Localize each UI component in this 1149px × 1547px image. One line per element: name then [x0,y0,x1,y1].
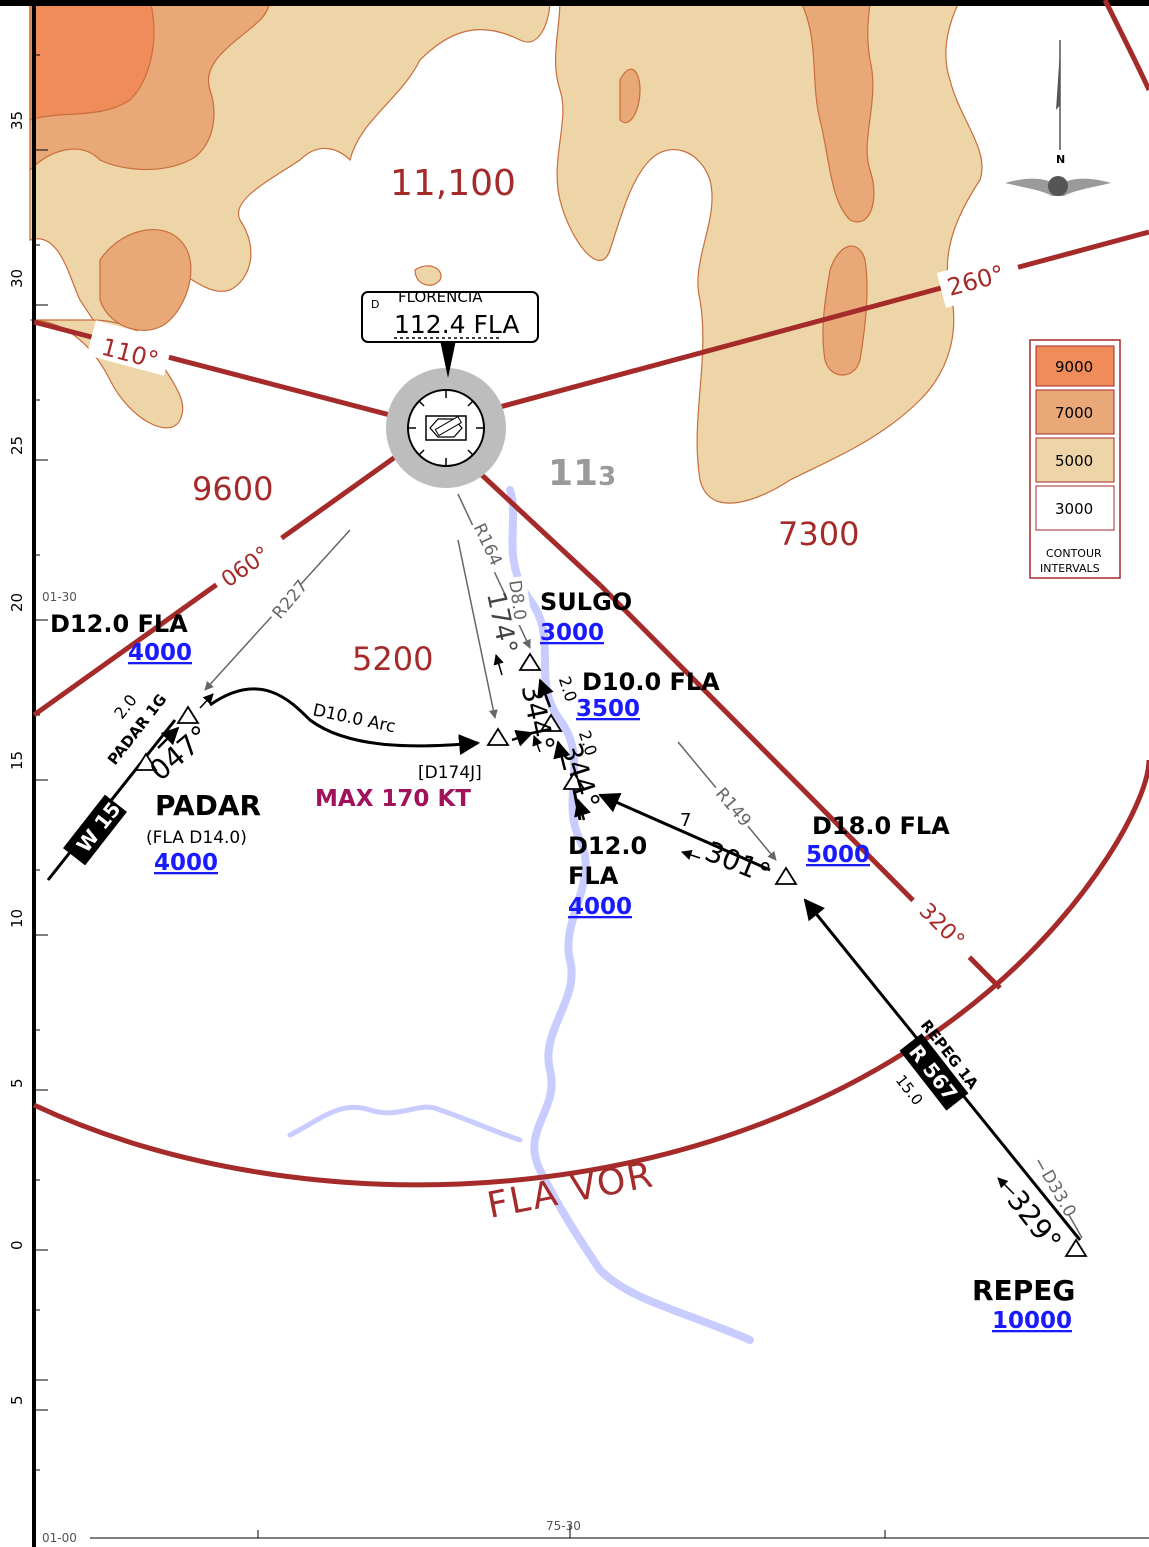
dist-7: 7 [680,810,691,831]
lat-tick-30: 30 [8,269,26,288]
fix-triangles [134,652,1088,1257]
navaid-frequency: 112.4 FLA [394,310,520,339]
fix-d12-nw-alt: 4000 [128,640,192,666]
short-arrows [157,653,1015,1195]
lat-tick-5: 5 [8,1078,26,1088]
course-344-upper: 344° [515,681,561,754]
fix-padar-alt: 4000 [154,850,218,876]
lat-tick-15: 15 [8,751,26,770]
lon-ticks [257,1525,886,1538]
navaid-name: FLORENCIA [398,288,483,306]
fix-sulgo-alt: 3000 [540,620,604,646]
fix-repeg-alt: 10000 [992,1308,1072,1334]
navaid-type: D [371,298,379,311]
lat-labels: 35 30 25 20 15 10 5 0 5 [8,111,26,1405]
terrain-label-7300: 7300 [778,515,859,553]
fix-d18-name: D18.0 FLA [812,812,950,840]
course-301: 301° [700,835,775,891]
lat-label-bottom: 01-00 [42,1531,77,1545]
terrain-label-11100: 11,100 [390,163,516,204]
fix-padar-name: PADAR [155,789,261,822]
msa-label: 113 [548,453,616,494]
river [506,486,754,1344]
legend-7000: 7000 [1055,404,1093,422]
lon-label-bottom: 75-30 [546,1519,581,1533]
lat-label-top: 01-30 [42,590,77,604]
fix-padar-sub: (FLA D14.0) [146,828,247,848]
fix-sulgo-name: SULGO [540,588,632,616]
contour-legend: 9000 7000 5000 3000 CONTOUR INTERVALS [1029,339,1121,579]
legend-9000: 9000 [1055,358,1093,376]
fix-d12-s-line1: D12.0 [568,832,647,860]
airway-w15: W 15 [63,794,127,866]
legend-3000: 3000 [1055,500,1093,518]
navaid-box: D FLORENCIA 112.4 FLA [361,288,539,378]
lat-tick-s5: 5 [8,1395,26,1405]
terrain-label-5200: 5200 [352,640,433,678]
bearing-labels: 110° 260° 060° 320° [86,252,1024,970]
fla-vor-ring [32,759,1149,1188]
terrain-9000 [29,0,155,121]
fix-sulgo: SULGO 3000 [540,588,632,646]
top-frame [0,0,1149,6]
north-arrow: N [1005,40,1111,196]
legend-title-1: CONTOUR [1046,547,1102,560]
fix-d12-s-alt: 4000 [568,894,632,920]
fix-padar: PADAR (FLA D14.0) 4000 [146,789,261,876]
fix-d10-name: D10.0 FLA [582,668,720,696]
fix-d18: D18.0 FLA 5000 [806,812,950,868]
fix-d12-nw: D12.0 FLA 4000 [50,610,192,666]
lat-tick-25: 25 [8,436,26,455]
fix-d12-nw-name: D12.0 FLA [50,610,188,638]
vor-symbol [386,368,506,488]
lat-tick-10: 10 [8,909,26,928]
fix-d12-s-line2: FLA [568,862,619,890]
ring-label: FLA VOR [484,1154,658,1226]
fla-vor-ring-top [1102,0,1149,92]
lat-tick-20: 20 [8,593,26,612]
fix-d18-alt: 5000 [806,842,870,868]
lat-tick-35: 35 [8,111,26,130]
fix-d174j: [D174J] [418,763,482,783]
course-047: 047° [143,719,216,788]
max-speed: MAX 170 KT [315,786,471,812]
legend-title-2: INTERVALS [1040,562,1100,575]
fix-repeg: REPEG 10000 [972,1274,1075,1334]
river-branch [287,1104,523,1143]
legend-5000: 5000 [1055,452,1093,470]
lat-scale [34,54,48,1471]
lat-tick-0: 0 [8,1240,26,1250]
fix-d10: D10.0 FLA 3500 [576,668,720,722]
fix-d10-alt: 3500 [576,696,640,722]
radials [204,493,1083,1239]
fix-d12-s: D12.0 FLA 4000 [568,832,647,920]
terrain-label-9600: 9600 [192,470,273,508]
arc-label: D10.0 Arc [311,700,397,737]
north-label: N [1056,153,1065,166]
fix-repeg-name: REPEG [972,1274,1075,1307]
